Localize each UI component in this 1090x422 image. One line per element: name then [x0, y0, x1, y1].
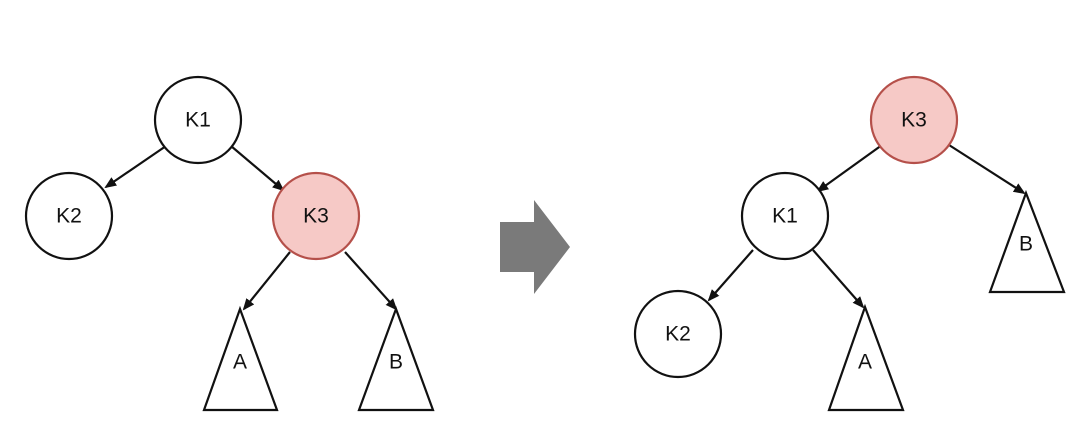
node-k1: K1 [740, 171, 830, 261]
node-k3-label: K3 [901, 109, 927, 132]
node-k2: K2 [633, 289, 723, 379]
node-k2: K2 [24, 171, 114, 261]
edge-k1-a-after [812, 249, 865, 309]
edge-k1-k2 [104, 145, 167, 189]
subtree-a: A [202, 305, 279, 412]
after-tree: K3 K1 K2 B A [633, 75, 1066, 412]
node-k3-highlighted: K3 [869, 75, 959, 165]
subtree-a: A [827, 303, 905, 412]
node-k1-label: K1 [185, 109, 211, 132]
edge-k3-a [242, 251, 291, 311]
edge-k1-k3 [230, 145, 285, 192]
node-k1-label: K1 [772, 205, 798, 228]
edge-k3-k1 [816, 144, 883, 193]
right-arrow-icon [500, 200, 570, 294]
node-k1: K1 [153, 75, 243, 165]
subtree-b: B [357, 305, 435, 412]
edge-k1-k2-after [707, 249, 754, 302]
subtree-b-label: B [389, 351, 403, 374]
subtree-b-label: B [1019, 233, 1033, 256]
subtree-a-label: A [233, 351, 247, 374]
node-k3-highlighted: K3 [271, 171, 361, 261]
node-k2-label: K2 [665, 323, 691, 346]
edge-k3-b [344, 251, 398, 311]
node-k2-label: K2 [56, 205, 82, 228]
subtree-b: B [988, 189, 1066, 294]
subtree-a-label: A [858, 351, 872, 374]
node-k3-label: K3 [303, 205, 329, 228]
before-tree: K1 K2 K3 A B [24, 75, 435, 412]
edge-k3-b-after [948, 144, 1026, 195]
